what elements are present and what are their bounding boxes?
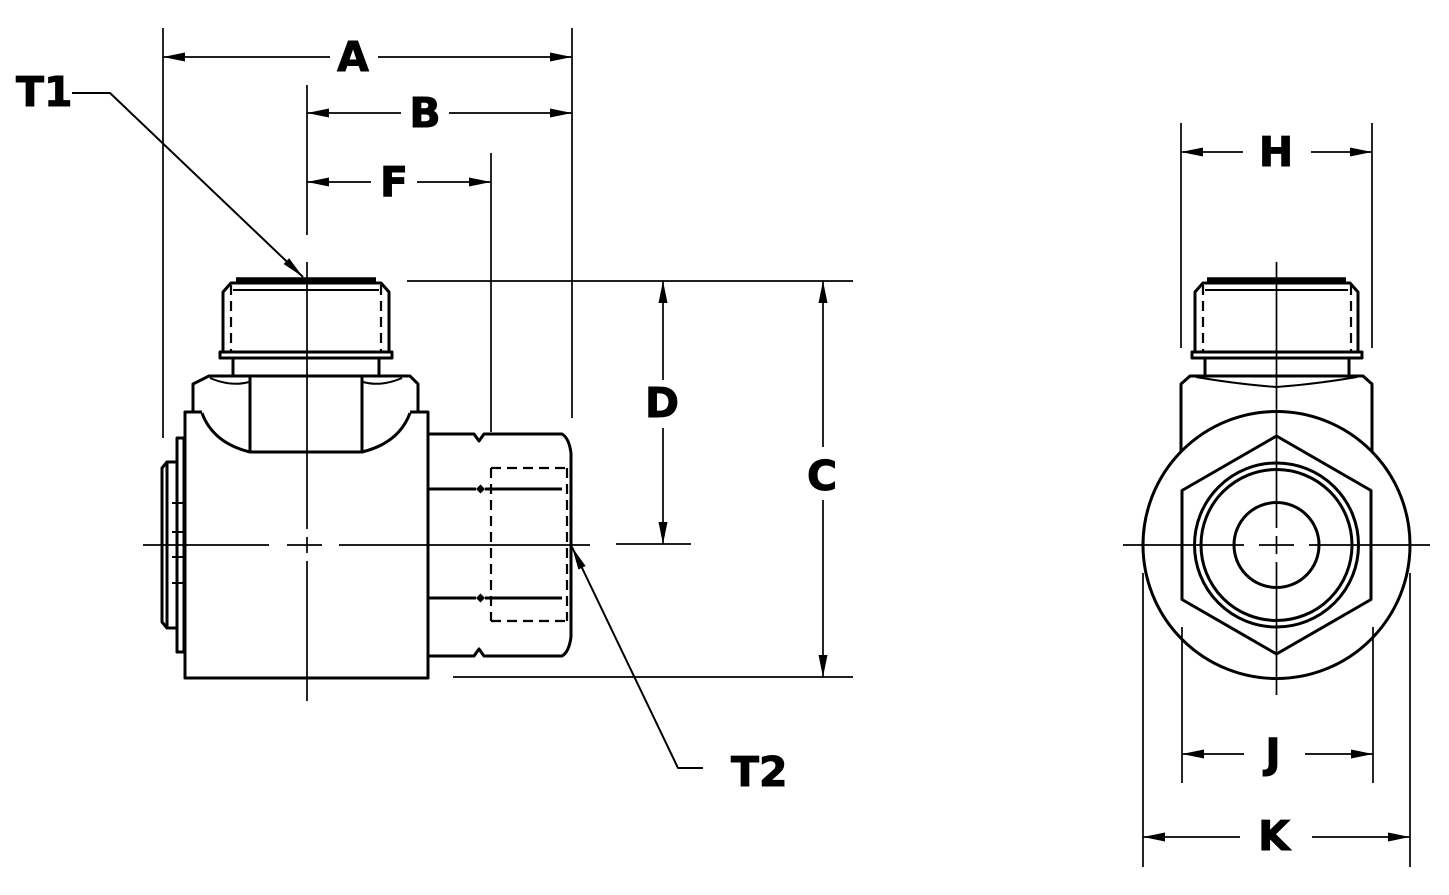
- end-male-port-neck: [1203, 358, 1351, 375]
- dim-a: A: [162, 28, 573, 438]
- dim-j-arrow-right: [1351, 749, 1373, 759]
- dim-d: D: [644, 281, 680, 544]
- male-port-lip: [218, 350, 394, 360]
- t2-leader-line: [571, 546, 703, 769]
- male-port-thread-hidden-lines: [229, 285, 383, 352]
- female-port-thread-crest-lines: [428, 487, 562, 600]
- dim-k-extension-lines: [1142, 573, 1411, 867]
- flange-cap: [165, 460, 179, 630]
- dim-c-arrow-up: [818, 281, 828, 303]
- dim-c-label: C: [807, 452, 837, 500]
- dim-d-arrow-down: [658, 522, 668, 544]
- dim-b-arrow-right: [550, 108, 572, 118]
- dim-j-label: J: [1262, 730, 1280, 778]
- dim-a-arrow-right: [550, 52, 572, 62]
- dim-a-extension-lines: [162, 28, 573, 438]
- t2-leader-arrowhead: [572, 547, 586, 570]
- dim-c-arrow-down: [818, 655, 828, 677]
- dim-h-extension-lines: [1180, 123, 1373, 348]
- dim-j-extension-lines: [1181, 627, 1374, 783]
- dim-d-label: D: [645, 379, 679, 427]
- female-thread-hidden-lines: [489, 466, 569, 623]
- dim-d-arrow-up: [658, 281, 668, 303]
- thread-diamond-top: [476, 484, 485, 494]
- dim-a-label: A: [337, 33, 369, 81]
- male-port-outline: [221, 281, 391, 352]
- end-male-port-thread-hidden-lines: [1201, 285, 1353, 352]
- dim-k-arrow-left: [1143, 832, 1165, 842]
- hex-fillet-arcs: [200, 412, 412, 454]
- dim-c: C: [806, 281, 838, 677]
- dim-a-arrow-left: [163, 52, 185, 62]
- dim-h: H: [1180, 123, 1373, 348]
- t2-callout: T2: [571, 546, 788, 797]
- hex-silhouette: [191, 374, 420, 412]
- flange-serration-ticks: [172, 502, 184, 584]
- dim-j-arrow-left: [1182, 749, 1204, 759]
- dim-k-arrow-right: [1388, 832, 1410, 842]
- dim-k: K: [1142, 573, 1411, 867]
- t1-label: T1: [16, 68, 73, 116]
- t1-leader-arrowhead: [283, 258, 303, 277]
- hex-top-arcs: [209, 377, 403, 385]
- dim-f-label: F: [380, 158, 408, 206]
- t1-callout: T1: [16, 68, 304, 278]
- thread-diamond-bottom: [476, 593, 485, 603]
- dim-h-arrow-right: [1350, 147, 1372, 157]
- dim-f: F: [307, 153, 492, 432]
- dim-h-arrow-left: [1181, 147, 1203, 157]
- dim-b-arrow-left: [307, 108, 329, 118]
- dim-j: J: [1181, 627, 1374, 783]
- dim-f-arrow-left: [307, 177, 329, 187]
- dim-b-label: B: [409, 89, 440, 137]
- side-view: A B F D: [16, 28, 853, 797]
- t2-label: T2: [731, 748, 788, 796]
- hex-middle-flat: [248, 377, 364, 454]
- dim-k-label: K: [1258, 812, 1292, 860]
- dim-h-label: H: [1259, 128, 1293, 176]
- t1-leader-line: [72, 92, 304, 278]
- end-view: H J K: [1123, 123, 1430, 867]
- dim-f-arrow-right: [469, 177, 491, 187]
- dim-b: B: [306, 85, 572, 235]
- male-port-neck: [231, 358, 381, 376]
